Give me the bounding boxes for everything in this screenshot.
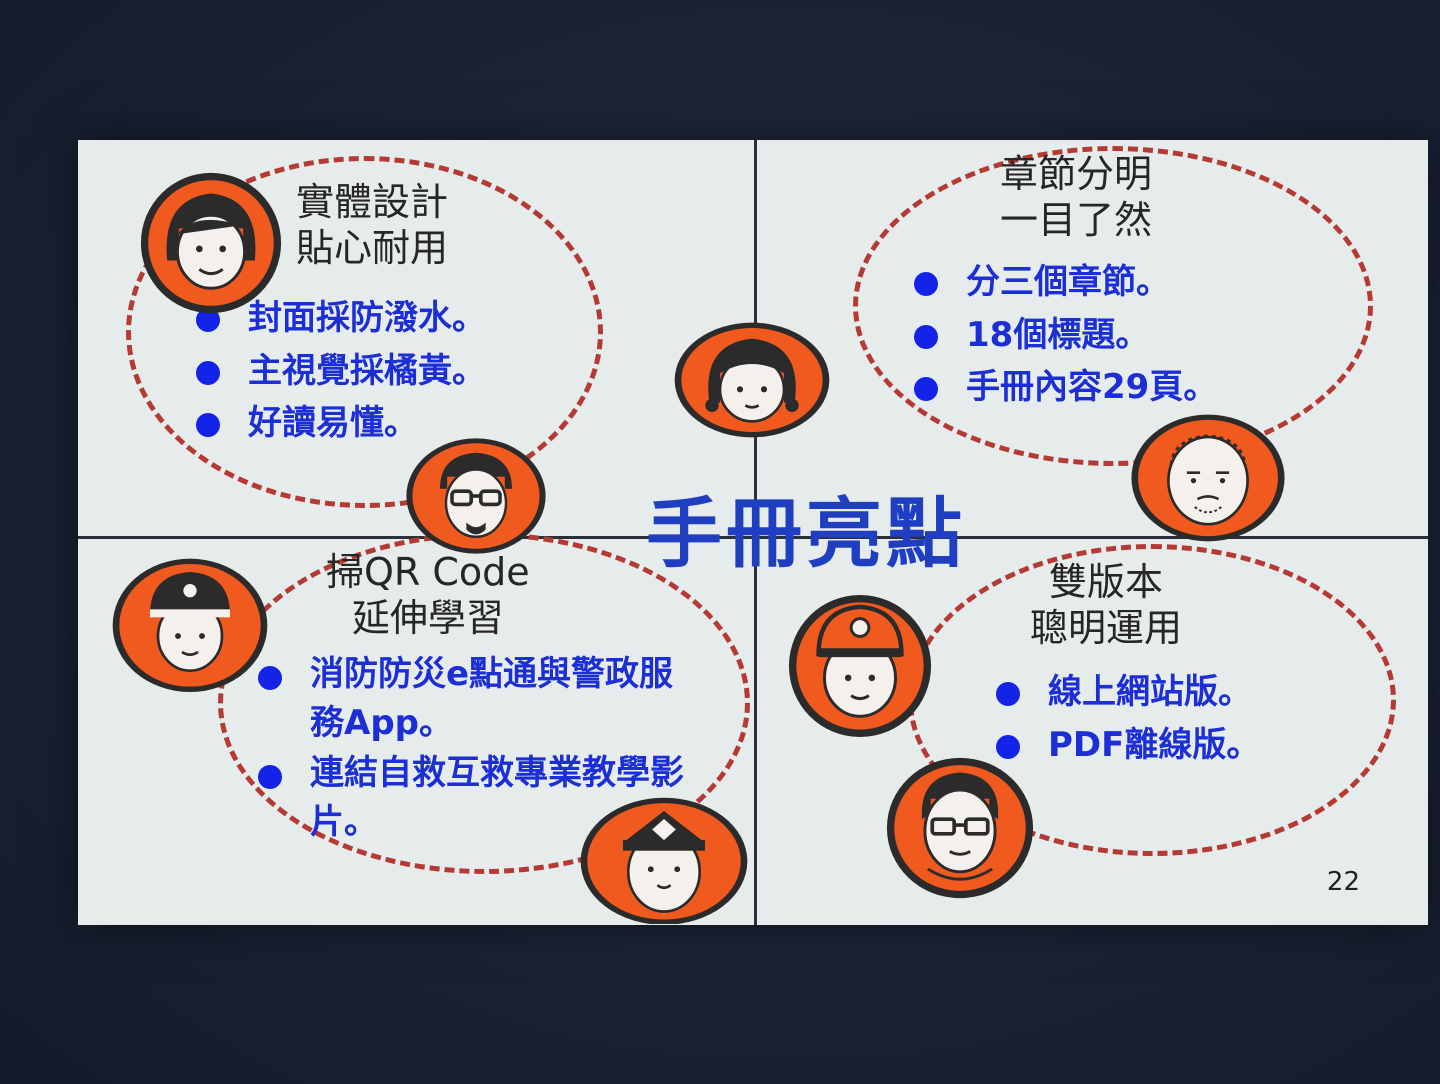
police-avatar-icon	[110, 556, 270, 696]
panel-4-title-line1: 雙版本	[1049, 560, 1164, 604]
panel-1-title-line1: 實體設計	[296, 180, 449, 224]
list-item: 線上網站版。	[996, 666, 1260, 719]
man-with-glasses-avatar-icon	[884, 754, 1036, 902]
panel-1-title-line2: 貼心耐用	[296, 225, 449, 270]
panel-3-bullet-list: 消防防災e點通與警政服務App。 連結自救互救專業教學影片。	[258, 650, 698, 847]
panel-2-title: 章節分明 一目了然	[1000, 152, 1152, 243]
woman-avatar-icon	[138, 170, 284, 316]
officer-cap-avatar-icon	[578, 788, 750, 924]
bullet-dot-icon	[914, 324, 938, 349]
list-item: PDF離線版。	[996, 719, 1260, 772]
panel-3-title-line1: 掃QR Code	[326, 550, 530, 594]
list-item: 連結自救互救專業教學影片。	[258, 749, 698, 848]
panel-1-dashed-ellipse	[126, 156, 603, 508]
glasses-man-avatar-icon	[402, 436, 550, 556]
list-item: 分三個章節。	[914, 256, 1217, 309]
panel-1-title: 實體設計 貼心耐用	[296, 180, 448, 271]
bullet-dot-icon	[258, 666, 282, 690]
display-bezel-horizontal	[78, 536, 1428, 539]
projected-slide: 實體設計 貼心耐用 封面採防潑水。 主視覺採橘黃。 好讀易懂。 章節分明 一目了…	[78, 140, 1428, 925]
list-item: 封面採防潑水。	[196, 292, 486, 345]
list-item: 好讀易懂。	[196, 397, 486, 450]
list-item: 消防防災e點通與警政服務App。	[258, 650, 698, 749]
bullet-dot-icon	[996, 682, 1020, 706]
list-item: 18個標題。	[914, 309, 1217, 362]
panel-2-title-line2: 一目了然	[1000, 197, 1153, 242]
panel-4-bullet-list: 線上網站版。 PDF離線版。	[996, 666, 1260, 771]
page-number: 22	[1326, 867, 1360, 897]
bullet-dot-icon	[258, 764, 282, 789]
panel-3-title: 掃QR Code 延伸學習	[326, 550, 530, 641]
panel-2-bullet-list: 分三個章節。 18個標題。 手冊內容29頁。	[914, 256, 1217, 414]
bullet-dot-icon	[996, 734, 1020, 759]
bullet-dot-icon	[196, 413, 220, 438]
panel-3-title-line2: 延伸學習	[351, 595, 504, 640]
girl-avatar-icon	[670, 320, 834, 440]
display-bezel-vertical	[754, 140, 757, 925]
panel-2-title-line1: 章節分明	[1000, 152, 1153, 196]
slide-main-title: 手冊亮點	[646, 489, 966, 578]
panel-4-title-line2: 聰明運用	[1030, 605, 1183, 650]
bullet-dot-icon	[196, 360, 220, 385]
panel-2-dashed-ellipse	[853, 146, 1373, 466]
list-item: 手冊內容29頁。	[914, 361, 1217, 414]
panel-4-title: 雙版本 聰明運用	[1030, 560, 1182, 651]
bullet-dot-icon	[914, 377, 938, 402]
panel-1-bullet-list: 封面採防潑水。 主視覺採橘黃。 好讀易懂。	[196, 292, 486, 450]
list-item: 主視覺採橘黃。	[196, 345, 486, 398]
bullet-dot-icon	[914, 272, 938, 296]
firefighter-avatar-icon	[786, 592, 934, 740]
elderly-man-avatar-icon	[1128, 412, 1288, 544]
